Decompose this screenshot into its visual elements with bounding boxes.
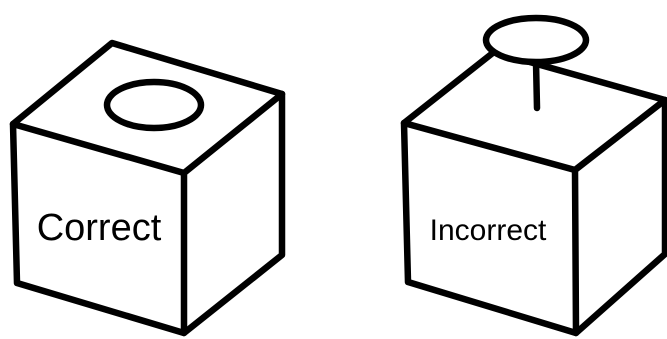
correct-label: Correct: [37, 207, 162, 249]
raised-pin-icon: [482, 14, 590, 66]
incorrect-label: Incorrect: [430, 214, 547, 247]
correct-cube: Correct: [9, 39, 286, 337]
incorrect-cube-inner-edges: [400, 96, 667, 337]
correct-cube-inner-edges: [9, 90, 286, 337]
correct-cube-outline: [9, 39, 286, 337]
pin-stem: [532, 58, 541, 112]
incorrect-cube: Incorrect: [400, 14, 667, 337]
flush-circle-icon: [103, 78, 205, 132]
